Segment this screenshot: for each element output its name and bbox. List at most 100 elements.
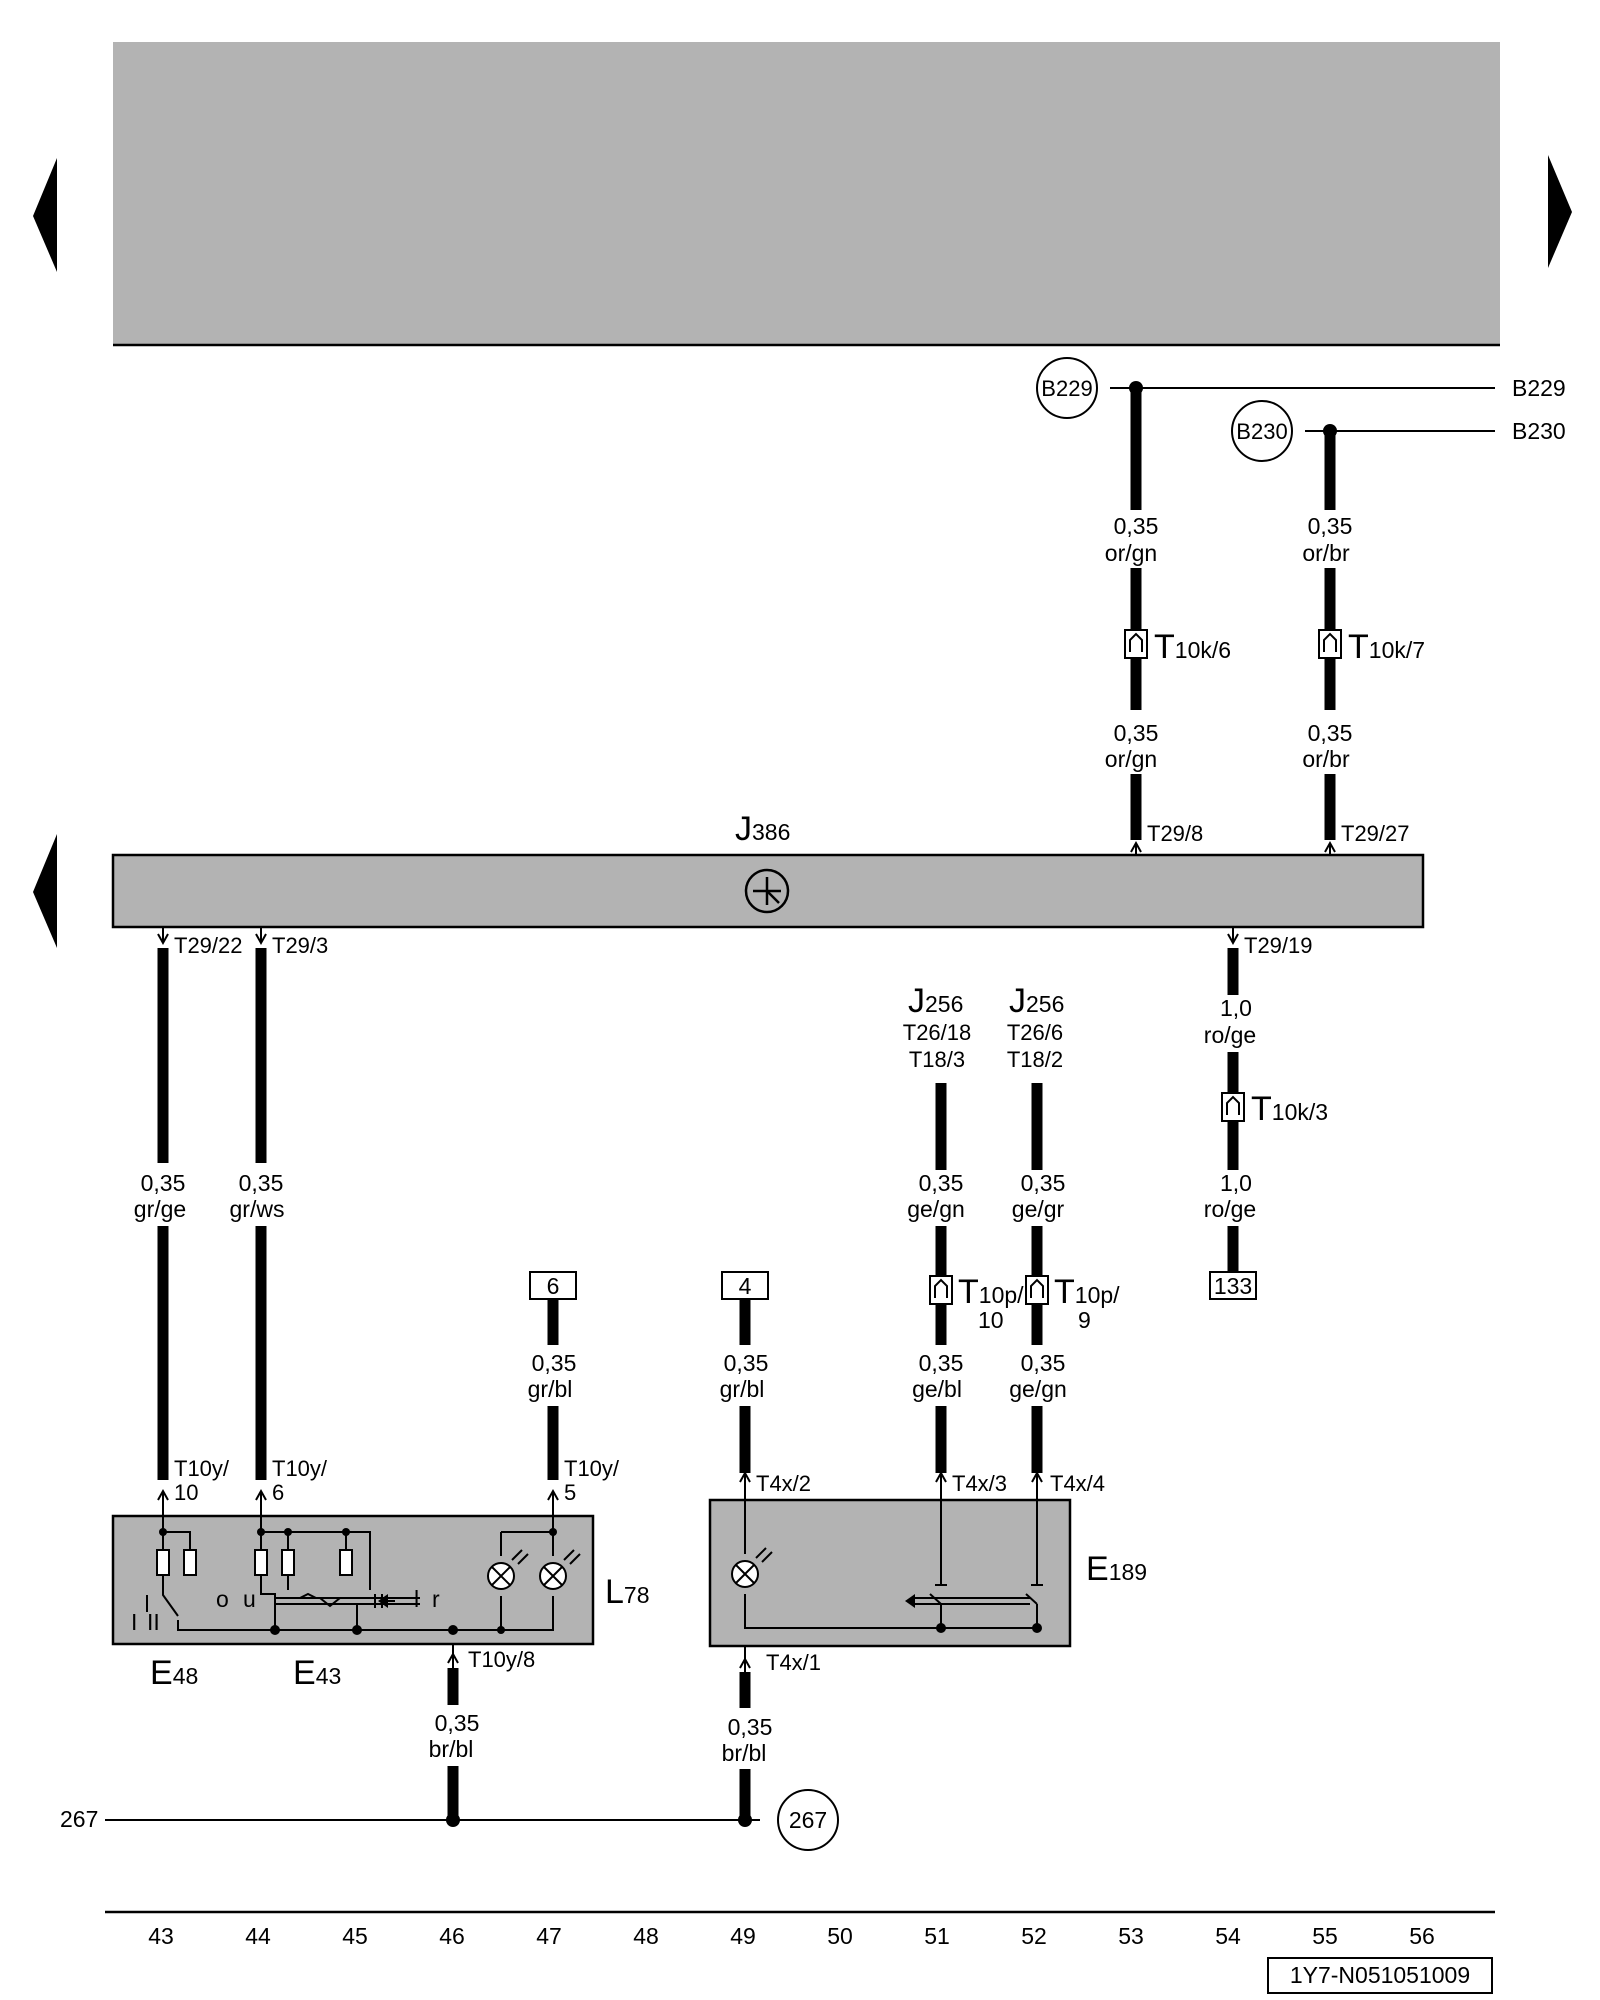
line-end-267: 267 (60, 1806, 98, 1832)
circle-267 (777, 1789, 839, 1851)
column-number: 51 (924, 1923, 950, 1949)
pin-arrow-t29-3 (255, 927, 267, 946)
column-number: 43 (148, 1923, 174, 1949)
connector-t10k3: T10k/3 (1251, 1090, 1328, 1128)
wire-55-top-size: 0,35 (1308, 513, 1353, 539)
node-e43-gnd-a (270, 1625, 280, 1635)
connector-icon-t10k7 (1318, 629, 1342, 659)
pin-t4x-1: T4x/1 (766, 1650, 821, 1675)
pin-arrow-t10y-5 (547, 1488, 559, 1510)
connector-icon-t10p9 (1025, 1275, 1049, 1305)
wire-53-top-size: 0,35 (1114, 513, 1159, 539)
pin-arrow-t10y-10 (157, 1488, 169, 1510)
wire-55-bot-color: or/br (1302, 746, 1350, 772)
pin-arrow-t29-22 (157, 927, 169, 946)
pin-arrow-t4x-2 (739, 1470, 751, 1500)
node-e189-b (1032, 1623, 1042, 1633)
wire-51-bot-color: ge/bl (912, 1376, 962, 1402)
wire-46-size: 0,35 (435, 1710, 480, 1736)
column-number: 48 (633, 1923, 659, 1949)
switch-mark-r: r (432, 1586, 440, 1612)
junction-ground-46 (446, 1813, 460, 1827)
ref-j256b-name: J256 (1009, 982, 1064, 1020)
pin-t10y-6-a: T10y/ (272, 1456, 328, 1481)
connector-icon-t10k3 (1221, 1092, 1245, 1122)
circle-267-label: 267 (789, 1807, 827, 1833)
component-e48-label: E48 (150, 1654, 198, 1692)
wire-44-color: gr/ws (230, 1196, 285, 1222)
column-number: 46 (439, 1923, 465, 1949)
unit-j386-label: J386 (735, 810, 790, 848)
wire-55-bot-size: 0,35 (1308, 720, 1353, 746)
wire-49-top-size: 0,35 (724, 1350, 769, 1376)
nav-right-arrow-top[interactable] (1548, 155, 1572, 268)
column-number: 45 (342, 1923, 368, 1949)
pin-arrow-t4x-1 (739, 1646, 751, 1672)
connector-t10p9: T10p/ (1054, 1273, 1120, 1311)
pin-t29-22: T29/22 (174, 933, 243, 958)
node-e43-a (257, 1528, 265, 1536)
wire-49-top-color: gr/bl (720, 1376, 765, 1402)
pin-t29-8: T29/8 (1147, 821, 1203, 846)
circle-b230 (1231, 400, 1293, 462)
pin-arrow-t10y-6 (255, 1488, 267, 1510)
switch-mark-ii: II (147, 1609, 160, 1635)
ref-j256a-pin1: T26/18 (903, 1020, 972, 1045)
column-number: 50 (827, 1923, 853, 1949)
nav-left-arrow-top[interactable] (33, 158, 57, 272)
nav-left-arrow-middle[interactable] (33, 834, 57, 948)
connector-t10k7: T10k/7 (1348, 628, 1425, 666)
pin-t29-19: T29/19 (1244, 933, 1313, 958)
column-number: 54 (1215, 1923, 1241, 1949)
circle-b229-label: B229 (1041, 376, 1092, 401)
node-e189-a (936, 1623, 946, 1633)
node-l78-gnd (448, 1625, 458, 1635)
wire-47-size: 0,35 (532, 1350, 577, 1376)
circle-b229 (1036, 357, 1098, 419)
doc-id: 1Y7-N051051009 (1290, 1962, 1470, 1988)
component-box-e189 (708, 1498, 1072, 1648)
e189-switch-arrow-icon (905, 1594, 915, 1608)
wire-54-bot-size: 1,0 (1220, 1170, 1252, 1196)
pin-t4x-4: T4x/4 (1050, 1471, 1105, 1496)
doc-id-box (1267, 1957, 1493, 1994)
wire-49-bot-size: 0,35 (728, 1714, 773, 1740)
wire-52-bot-color: ge/gn (1009, 1376, 1067, 1402)
bulb-icon-l78-right (539, 1549, 581, 1590)
wire-49-bot-color: br/bl (722, 1740, 767, 1766)
wire-46-color: br/bl (429, 1736, 474, 1762)
wire-47-color: gr/bl (528, 1376, 573, 1402)
wire-52-top-color: ge/gr (1012, 1196, 1065, 1222)
node-l78-lamp (497, 1626, 505, 1634)
connector-t10p10-pin: 10 (978, 1307, 1004, 1333)
wire-51-bot-size: 0,35 (919, 1350, 964, 1376)
junction-b229 (1129, 381, 1143, 395)
pin-t10y-10-a: T10y/ (174, 1456, 230, 1481)
wire-51-top-color: ge/gn (907, 1196, 965, 1222)
wire-53-bot-size: 0,35 (1114, 720, 1159, 746)
connector-icon-t10p10 (929, 1275, 953, 1305)
ref-j256a-name: J256 (908, 982, 963, 1020)
box-ref-133 (1209, 1271, 1257, 1300)
switch-mark-i: I (131, 1609, 137, 1635)
box-ref-4 (721, 1271, 769, 1300)
component-box-l78 (111, 1514, 595, 1646)
component-e189-label: E189 (1086, 1550, 1147, 1588)
node-e43-b (284, 1528, 292, 1536)
bulb-icon-e189 (731, 1547, 773, 1588)
column-number: 52 (1021, 1923, 1047, 1949)
wire-51-top-size: 0,35 (919, 1170, 964, 1196)
control-unit-icon (744, 868, 790, 914)
wire-52-bot-size: 0,35 (1021, 1350, 1066, 1376)
column-number: 55 (1312, 1923, 1338, 1949)
ref-j256b-pin2: T18/2 (1007, 1047, 1063, 1072)
component-e43-label: E43 (293, 1654, 341, 1692)
top-grey-region (113, 42, 1500, 345)
wire-53-bot-color: or/gn (1105, 746, 1157, 772)
box-ref-4-label: 4 (739, 1273, 752, 1299)
box-ref-6-label: 6 (547, 1273, 560, 1299)
wire-55-top-color: or/br (1302, 540, 1350, 566)
pin-t29-3: T29/3 (272, 933, 328, 958)
